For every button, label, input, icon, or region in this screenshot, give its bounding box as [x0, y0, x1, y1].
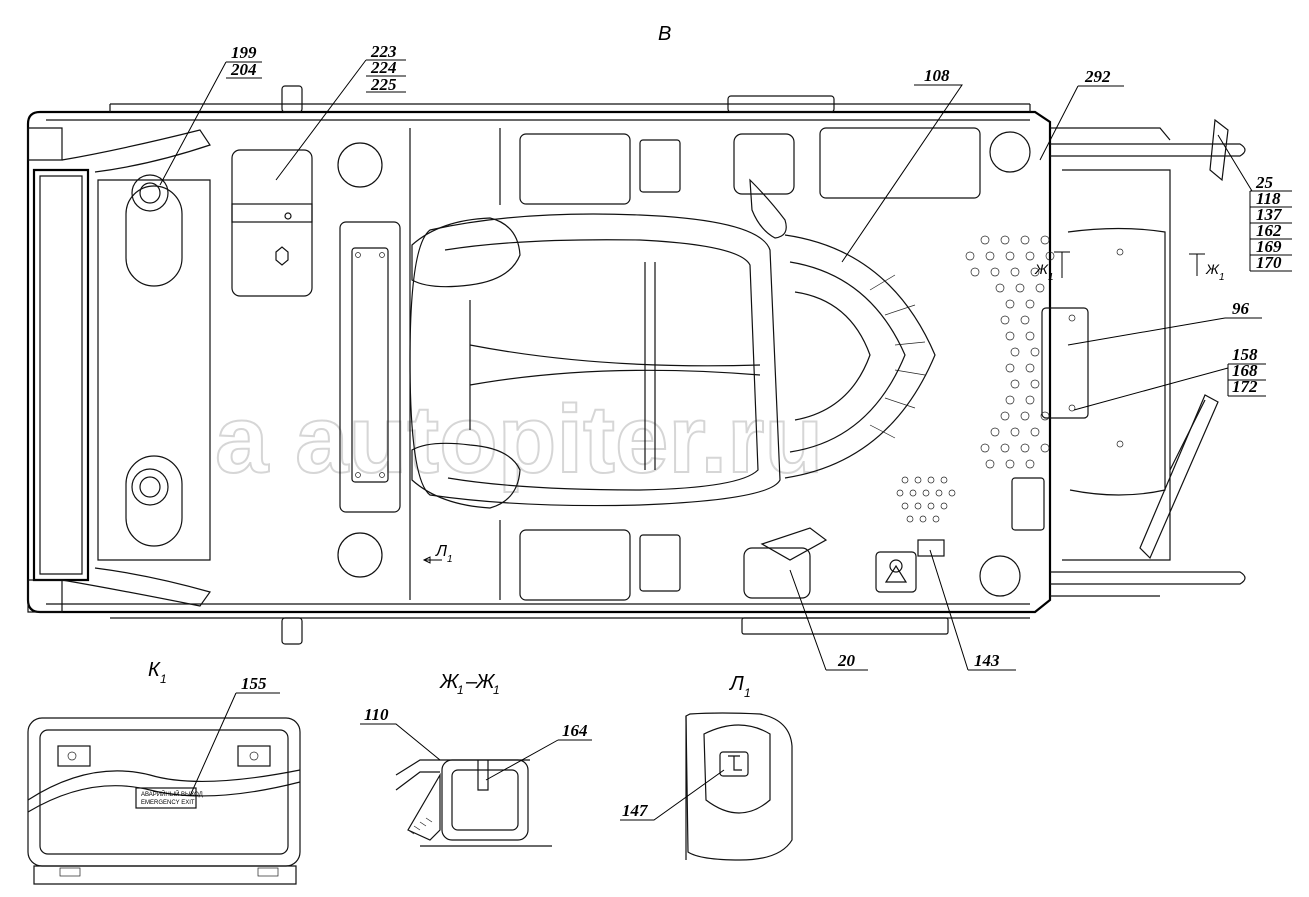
- svg-text:204: 204: [230, 60, 257, 79]
- callout-158-168-172: 158 168 172: [1073, 345, 1266, 411]
- svg-text:–: –: [465, 671, 478, 693]
- svg-text:223: 223: [370, 42, 397, 61]
- detail-k1: К 1 АВАРИЙНЫЙ ВЫХОД EMERGENCY EXIT 155: [27, 659, 301, 885]
- svg-text:158: 158: [1232, 345, 1258, 364]
- section-zh1-zh1: Ж 1 – Ж 1 110 164: [360, 671, 592, 847]
- svg-text:Ж: Ж: [1034, 261, 1049, 277]
- section-marker-zh-left: Ж 1: [1034, 251, 1070, 283]
- ventilation-grille: [896, 235, 1055, 523]
- placard-line-2: EMERGENCY EXIT: [141, 800, 195, 806]
- svg-text:1: 1: [447, 554, 453, 565]
- svg-text:К: К: [148, 659, 161, 681]
- svg-text:1: 1: [1048, 272, 1054, 283]
- svg-text:Л: Л: [435, 543, 447, 560]
- svg-text:Ж: Ж: [1205, 261, 1220, 277]
- svg-text:25: 25: [1255, 173, 1274, 192]
- callout-223-224-225: 223 224 225: [275, 42, 406, 181]
- svg-text:169: 169: [1256, 237, 1282, 256]
- svg-text:168: 168: [1232, 361, 1258, 380]
- svg-text:20: 20: [837, 651, 856, 670]
- svg-text:1: 1: [1219, 272, 1225, 283]
- section-marker-zh-right: Ж 1: [1189, 253, 1225, 283]
- detail-marker-l: Л 1: [422, 543, 453, 565]
- svg-text:108: 108: [924, 66, 950, 85]
- svg-text:Л: Л: [728, 673, 744, 695]
- svg-text:96: 96: [1232, 299, 1250, 318]
- callout-20: 20: [789, 569, 868, 671]
- svg-text:Ж: Ж: [439, 671, 460, 693]
- callout-164: 164: [562, 721, 588, 740]
- svg-text:1: 1: [744, 686, 751, 700]
- svg-text:1: 1: [160, 672, 167, 686]
- svg-text:199: 199: [231, 43, 257, 62]
- svg-text:118: 118: [1256, 189, 1281, 208]
- view-label-main: В: [658, 23, 671, 45]
- callout-292: 292: [1039, 67, 1124, 161]
- callout-199-204: 199 204: [159, 43, 262, 186]
- svg-text:137: 137: [1256, 205, 1283, 224]
- svg-text:143: 143: [974, 651, 1000, 670]
- svg-text:1: 1: [457, 683, 464, 697]
- placard-line-1: АВАРИЙНЫЙ ВЫХОД: [141, 790, 203, 798]
- svg-text:162: 162: [1256, 221, 1282, 240]
- callout-155: 155: [241, 674, 267, 693]
- svg-text:1: 1: [493, 683, 500, 697]
- svg-text:224: 224: [370, 58, 397, 77]
- svg-text:172: 172: [1232, 377, 1258, 396]
- detail-l1: Л 1 147: [620, 673, 793, 861]
- callout-110: 110: [364, 705, 389, 724]
- svg-text:225: 225: [370, 75, 397, 94]
- callout-96: 96: [1067, 299, 1262, 346]
- callout-143: 143: [929, 549, 1016, 671]
- main-view: [26, 85, 1246, 645]
- callout-108: 108: [841, 66, 963, 263]
- callout-25-group: 25 118 137 162 169 170: [1217, 134, 1292, 272]
- svg-text:170: 170: [1256, 253, 1282, 272]
- svg-text:Ж: Ж: [475, 671, 496, 693]
- callout-147: 147: [622, 801, 649, 820]
- svg-text:292: 292: [1084, 67, 1111, 86]
